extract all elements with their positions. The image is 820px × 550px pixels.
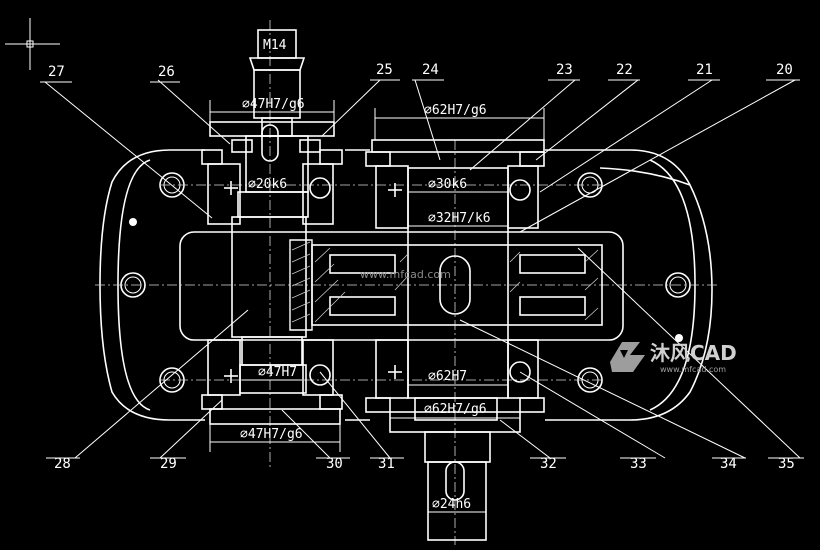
dimension-lines (209, 100, 545, 513)
mfcad-logo: 沐风CAD www.mfcad.com (610, 341, 737, 374)
part-label-33: 33 (630, 456, 647, 472)
dim-d47-bot: ⌀47H7/g6 (240, 427, 303, 442)
mfcad-logo-url: www.mfcad.com (660, 365, 726, 374)
right-upper-bearing-assembly (365, 139, 545, 229)
output-shaft (424, 431, 491, 541)
leader-lines (44, 79, 801, 459)
pin-right (675, 334, 683, 342)
part-label-22: 22 (616, 62, 633, 78)
part-label-32: 32 (540, 456, 557, 472)
dim-d47-top: ⌀47H7/g6 (242, 97, 305, 112)
dim-d62-bot: ⌀62H7/g6 (424, 402, 487, 417)
dim-d62-top: ⌀62H7/g6 (424, 103, 487, 118)
part-label-27: 27 (48, 64, 65, 80)
left-upper-bearing-assembly (201, 121, 343, 225)
dim-d62-mid: ⌀62H7 (428, 369, 467, 384)
thread-label: M14 (263, 38, 287, 53)
dim-d47-mid: ⌀47H7 (258, 365, 297, 380)
part-label-21: 21 (696, 62, 713, 78)
part-label-25: 25 (376, 62, 393, 78)
center-watermark: www.mfcad.com (360, 268, 451, 281)
part-label-20: 20 (776, 62, 793, 78)
dim-d30: ⌀30k6 (428, 177, 467, 192)
gear-hatching (314, 247, 599, 323)
part-label-23: 23 (556, 62, 573, 78)
part-number-labels: 27 26 25 24 23 22 21 20 28 29 30 31 32 3… (40, 62, 804, 472)
mfcad-logo-icon (610, 342, 645, 372)
part-label-26: 26 (158, 64, 175, 80)
part-label-30: 30 (326, 456, 343, 472)
part-label-28: 28 (54, 456, 71, 472)
part-label-34: 34 (720, 456, 737, 472)
dim-d32: ⌀32H7/k6 (428, 211, 491, 226)
dim-d20: ⌀20k6 (248, 177, 287, 192)
output-gear (311, 167, 603, 421)
ucs-crosshair-icon (5, 18, 60, 70)
part-label-29: 29 (160, 456, 177, 472)
pinion-hatching (289, 239, 313, 331)
mfcad-logo-text: 沐风CAD (650, 341, 737, 365)
part-label-24: 24 (422, 62, 439, 78)
pin-left (129, 218, 137, 226)
part-label-31: 31 (378, 456, 395, 472)
part-label-35: 35 (778, 456, 795, 472)
left-lower-bearing-assembly (201, 339, 343, 425)
dim-d24: ⌀24h6 (432, 497, 471, 512)
